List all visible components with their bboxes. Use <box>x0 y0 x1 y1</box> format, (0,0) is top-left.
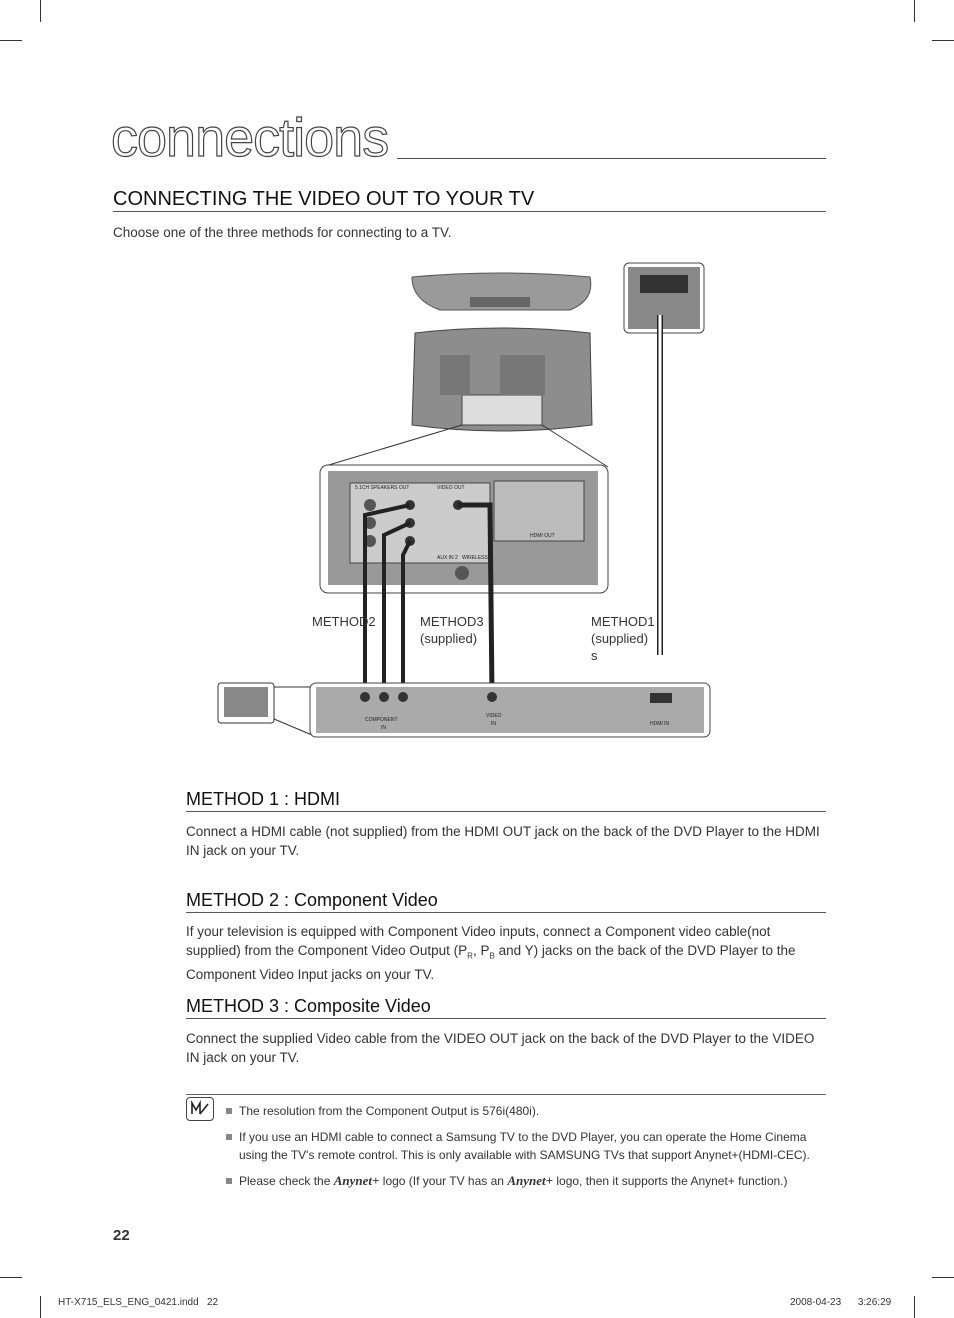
tv-panel <box>316 687 704 733</box>
rear-panel <box>461 394 543 426</box>
crop-mark <box>0 1277 22 1278</box>
method2-title: METHOD 2 : Component Video <box>186 891 826 913</box>
panel-hdmi-label: HDMI OUT <box>530 533 555 539</box>
video-cable <box>458 502 495 696</box>
note-icon-drawing <box>191 1099 209 1115</box>
panel-aux-label: AUX IN 2 <box>437 555 458 561</box>
note-text: logo, then it supports the Anynet+ funct… <box>556 1174 788 1188</box>
note-item: The resolution from the Component Output… <box>226 1102 826 1120</box>
panel-video-label: VIDEO OUT <box>437 485 465 491</box>
note-text: logo (If your TV has an <box>382 1174 504 1188</box>
method2-text-c: and Y) jacks on the back of the DVD Play… <box>186 942 796 982</box>
rear-vent <box>500 355 545 395</box>
note-text: If you use an HDMI cable to connect a Sa… <box>239 1130 810 1162</box>
tv-component-jack <box>379 692 389 702</box>
zoom-line <box>541 424 609 468</box>
chapter-rule <box>397 158 826 159</box>
panel-speakers-label: 5.1CH SPEAKERS OUT <box>355 485 409 491</box>
tv-component-label: COMPONENT <box>365 717 398 723</box>
bullet-icon <box>226 1178 232 1184</box>
zoom-line <box>273 718 313 736</box>
hdmi-out-area <box>493 480 585 542</box>
component-cable <box>382 521 411 695</box>
intro-text: Choose one of the three methods for conn… <box>113 225 452 240</box>
crop-mark <box>0 40 22 41</box>
method1-sub-label: (supplied) <box>591 631 649 646</box>
method2-label: METHOD2 <box>312 614 376 629</box>
tv-component-jack <box>398 692 408 702</box>
diagram-drawing: 5.1CH SPEAKERS OUT VIDEO OUT AUX IN 2 WI… <box>217 262 711 738</box>
page-number: 22 <box>113 1227 130 1244</box>
method2-text: If your television is equipped with Comp… <box>186 923 826 984</box>
zoom-line <box>321 424 463 468</box>
tv-screen <box>224 687 268 717</box>
antenna-jack <box>455 566 469 580</box>
method2-sub-b: B <box>489 951 495 961</box>
hdmi-port <box>640 275 688 293</box>
tv-component-jack <box>360 692 370 702</box>
crop-mark <box>932 40 954 41</box>
method3-text: Connect the supplied Video cable from th… <box>186 1031 815 1065</box>
anynet-logo: Anynet+ <box>507 1173 554 1188</box>
speaker-jack <box>364 499 376 511</box>
method1-title: METHOD 1 : HDMI <box>186 790 826 812</box>
component-cable <box>363 503 411 695</box>
tv-hdmi-port <box>650 693 672 703</box>
notes-rule <box>186 1094 826 1095</box>
dvd-player-slot <box>470 297 530 307</box>
crop-mark <box>40 1296 41 1318</box>
method2-text-b: , P <box>472 942 490 958</box>
crop-mark <box>40 0 41 22</box>
note-item: Please check the Anynet+ logo (If your T… <box>226 1172 826 1190</box>
method3-title: METHOD 3 : Composite Video <box>186 997 826 1019</box>
method1-extra-label: s <box>591 648 598 663</box>
note-text: Please check the <box>239 1174 331 1188</box>
crop-mark <box>914 1296 915 1318</box>
dvd-player-top <box>411 272 592 311</box>
method3-sub-label: (supplied) <box>420 631 478 646</box>
component-cable <box>401 540 412 695</box>
bullet-icon <box>226 1108 232 1114</box>
rear-vent <box>440 355 470 395</box>
footer-right: 2008-04-23 3:26:29 <box>790 1297 892 1308</box>
footer-left: HT-X715_ELS_ENG_0421.indd 22 <box>58 1297 219 1308</box>
crop-mark <box>914 0 915 22</box>
tv-video-label: VIDEO <box>486 713 502 719</box>
connection-diagram: 5.1CH SPEAKERS OUT VIDEO OUT AUX IN 2 WI… <box>200 255 720 755</box>
tv-video-in-label: IN <box>491 721 496 727</box>
note-icon <box>186 1097 214 1121</box>
method1-label: METHOD1 <box>591 614 655 629</box>
panel-wireless-label: WIRELESS <box>462 555 489 561</box>
method3-label: METHOD3 <box>420 614 484 629</box>
tv-hdmi-label: HDMI IN <box>650 721 670 727</box>
method2-sub-r: R <box>467 951 473 961</box>
note-text: The resolution from the Component Output… <box>239 1104 540 1118</box>
anynet-logo: Anynet+ <box>333 1173 380 1188</box>
method1-text: Connect a HDMI cable (not supplied) from… <box>186 824 820 858</box>
tv-video-jack <box>487 692 497 702</box>
note-item: If you use an HDMI cable to connect a Sa… <box>226 1128 829 1164</box>
method2-text-a: If your television is equipped with Comp… <box>186 924 771 958</box>
bullet-icon <box>226 1134 232 1140</box>
chapter-heading: connections <box>110 107 389 168</box>
section-title: CONNECTING THE VIDEO OUT TO YOUR TV <box>113 189 826 212</box>
crop-mark <box>932 1277 954 1278</box>
tv-component-in-label: IN <box>381 725 386 731</box>
